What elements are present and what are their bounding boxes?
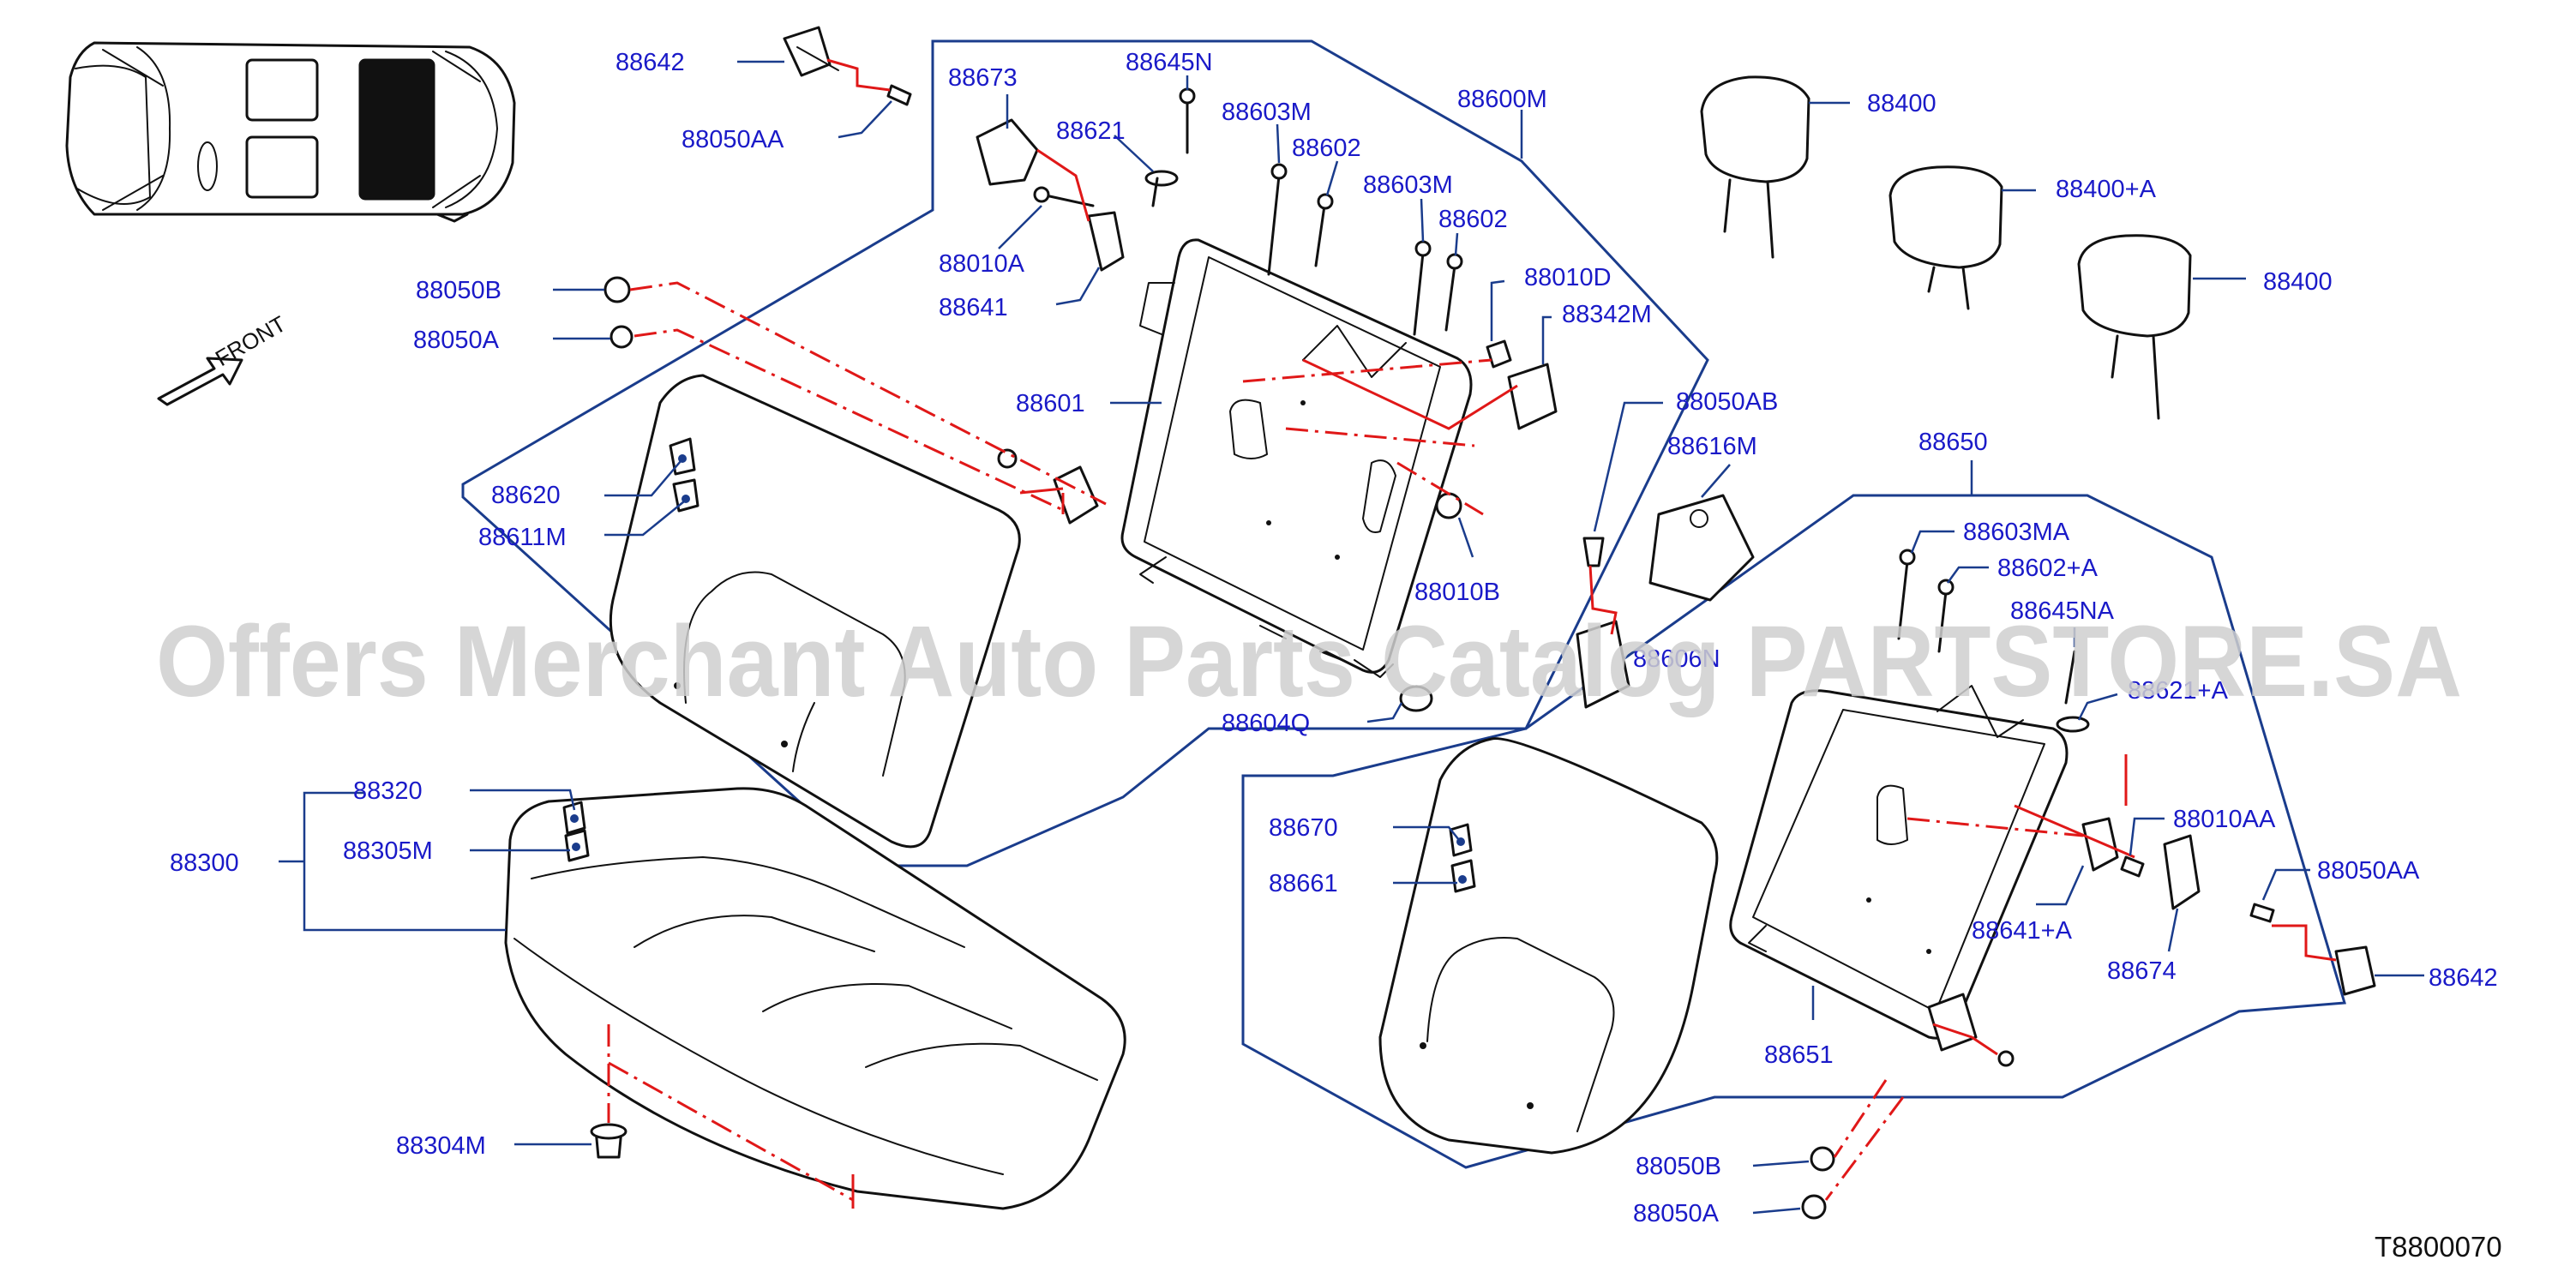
pin-88645n	[1179, 87, 1196, 105]
part-label: 88400+A	[2056, 176, 2157, 203]
part-label: 88305M	[343, 837, 433, 865]
bolt-88050aa-right	[2249, 903, 2275, 923]
pin-88645na	[2064, 650, 2076, 705]
part-label: 88010D	[1524, 264, 1612, 291]
part-label: 88010A	[939, 250, 1025, 278]
headrest-88400-a	[1888, 165, 2003, 310]
nut-88010d	[1486, 339, 1512, 369]
bracket-88616m	[1648, 494, 1755, 602]
part-label: 88642	[2429, 964, 2498, 992]
part-label: 88602+A	[1997, 555, 2099, 582]
seatback-pad-left	[609, 374, 1021, 849]
part-label: 88645NA	[2010, 597, 2115, 625]
part-labels: 88642 88050AA 88673 88645N 88621 88603M …	[170, 49, 2498, 1227]
seatback-pad-right	[1378, 737, 1719, 1155]
part-label: 88641	[939, 294, 1008, 321]
part-label: 88320	[353, 777, 423, 805]
part-label: 88621	[1056, 117, 1126, 145]
part-label: 88400	[1867, 90, 1937, 117]
bolt-88050aa-top	[886, 84, 912, 106]
part-label: 88400	[2263, 268, 2333, 296]
leader-lines	[279, 60, 2424, 1215]
hinge-88642-right	[2334, 945, 2376, 996]
part-label: 88300	[170, 849, 239, 877]
diagram-code: T8800070	[2375, 1231, 2502, 1263]
cover-88342m	[1507, 363, 1558, 430]
grommet-88621	[1144, 170, 1179, 187]
front-direction-label: FRONT	[211, 310, 291, 371]
part-label: 88050AA	[682, 126, 784, 153]
part-label: 88621+A	[2128, 677, 2229, 705]
part-label: 88641+A	[1972, 917, 2073, 945]
group-outline-88650	[1241, 494, 2346, 1169]
bolt-88010aa	[2120, 855, 2145, 878]
seat-cushion	[504, 787, 1126, 1210]
seatback-frame-right	[1729, 685, 2069, 1040]
bolt-88603ma	[1897, 560, 1909, 640]
part-label: 88606N	[1633, 645, 1720, 673]
part-label: 88603M	[1222, 99, 1312, 126]
part-label: 88651	[1764, 1041, 1834, 1069]
nut-88050a-top	[609, 325, 633, 349]
part-label: 88642	[615, 49, 685, 76]
headrest-88400-right	[2077, 234, 2192, 420]
part-label: 88010B	[1414, 579, 1500, 606]
car-location-icon	[65, 41, 516, 223]
hinge-88642-top	[783, 26, 832, 77]
part-label: 88050A	[413, 327, 500, 354]
grommet-88621-a	[2056, 716, 2090, 733]
part-label: 88616M	[1667, 433, 1757, 460]
part-label: 88601	[1016, 390, 1085, 417]
bracket-hinge-right	[1927, 993, 1978, 1052]
part-label: 88661	[1269, 870, 1338, 897]
nut-88050b-bottom	[1810, 1146, 1835, 1172]
part-label: 88611M	[478, 524, 567, 551]
hinge-88606n	[1576, 620, 1630, 709]
headrest-88400-left	[1700, 75, 1810, 259]
part-label: 88645N	[1126, 49, 1213, 76]
bolt-88603m-b	[1413, 251, 1425, 336]
hardware-parts	[590, 26, 2376, 1220]
screw-88602-a	[1314, 204, 1326, 267]
bolt-88010a	[1044, 194, 1095, 207]
part-label: 88050A	[1633, 1200, 1720, 1227]
nut-88050b-top	[603, 276, 631, 303]
part-label: 88600M	[1457, 86, 1547, 113]
part-label: 88050AA	[2317, 857, 2420, 885]
striker-88641-a	[2081, 817, 2119, 872]
part-label: 88673	[948, 64, 1018, 92]
latch-88673	[976, 118, 1039, 186]
striker-88641	[1087, 211, 1125, 272]
bolt-88603m-a	[1267, 174, 1281, 276]
group-outline-88600m	[461, 39, 1709, 867]
part-label: 88342M	[1562, 301, 1652, 328]
part-label: 88010AA	[2173, 806, 2276, 833]
part-label: 88620	[491, 482, 561, 509]
clip-88604q	[1399, 685, 1433, 712]
part-label: 88050AB	[1676, 388, 1778, 416]
nut-88050a-bottom	[1801, 1194, 1827, 1220]
part-label: 88604Q	[1222, 710, 1310, 737]
latch-88674	[2163, 834, 2201, 910]
bolt-88050ab	[1582, 537, 1605, 567]
part-label: 88602	[1438, 206, 1508, 233]
highlighted-rear-seat-icon	[358, 58, 435, 201]
part-label: 88050B	[1636, 1153, 1721, 1180]
part-label: 88603M	[1363, 171, 1453, 199]
watermark-text: Offers Merchant Auto Parts Catalog PARTS…	[156, 605, 2462, 718]
alignment-lines	[607, 58, 2337, 1209]
part-label: 88603MA	[1963, 519, 2070, 546]
part-label: 88670	[1269, 814, 1338, 842]
part-label: 88650	[1918, 429, 1988, 456]
part-label: 88050B	[416, 277, 501, 304]
screw-88602-a-right	[1937, 590, 1948, 653]
part-label: 88602	[1292, 135, 1361, 162]
bracket-hinge-left	[1053, 465, 1099, 525]
front-direction-arrow-icon	[157, 357, 243, 406]
screw-88602-b	[1444, 264, 1456, 332]
part-label: 88304M	[396, 1132, 486, 1160]
part-label: 88674	[2107, 957, 2177, 985]
seatback-frame-left	[1120, 238, 1473, 678]
